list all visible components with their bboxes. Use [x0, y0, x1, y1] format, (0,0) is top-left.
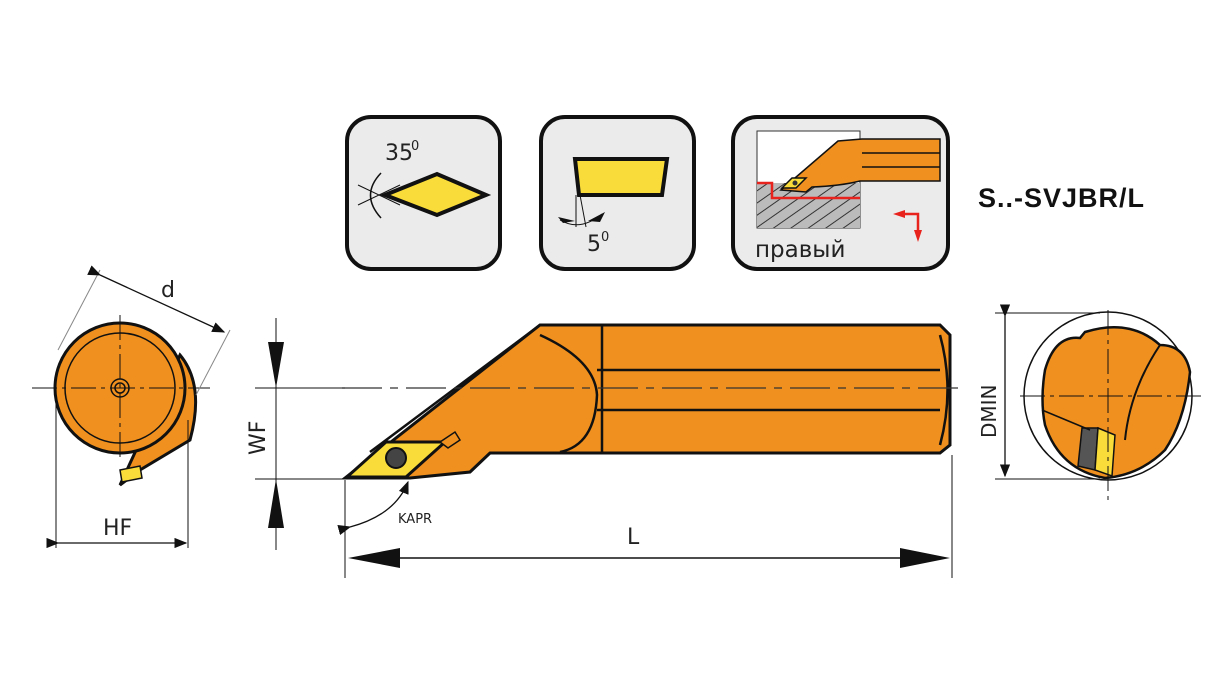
dim-d-label: d: [161, 278, 175, 303]
dim-l-label: L: [627, 525, 640, 550]
hand-label: правый: [755, 237, 845, 263]
insert-angle-degree: 0: [411, 139, 419, 154]
clearance-angle-icon: 5 0: [539, 115, 696, 271]
clearance-angle-label: 5: [587, 232, 601, 257]
left-end-view: d HF: [32, 265, 231, 549]
product-title: S..-SVJBR/L: [978, 183, 1145, 213]
right-end-view: DMIN: [977, 304, 1205, 505]
dim-dmin-label: DMIN: [977, 384, 1001, 438]
clearance-angle-degree: 0: [601, 230, 609, 245]
tool-side-view: WF KAPR L: [246, 318, 960, 578]
dim-kapr-label: KAPR: [398, 512, 432, 527]
insert-angle-label: 35: [385, 141, 413, 166]
hand-direction-icon: правый: [731, 115, 950, 271]
dim-wf-label: WF: [246, 421, 271, 455]
dim-hf-label: HF: [103, 516, 132, 541]
insert-shape-icon: 35 0: [345, 115, 502, 271]
